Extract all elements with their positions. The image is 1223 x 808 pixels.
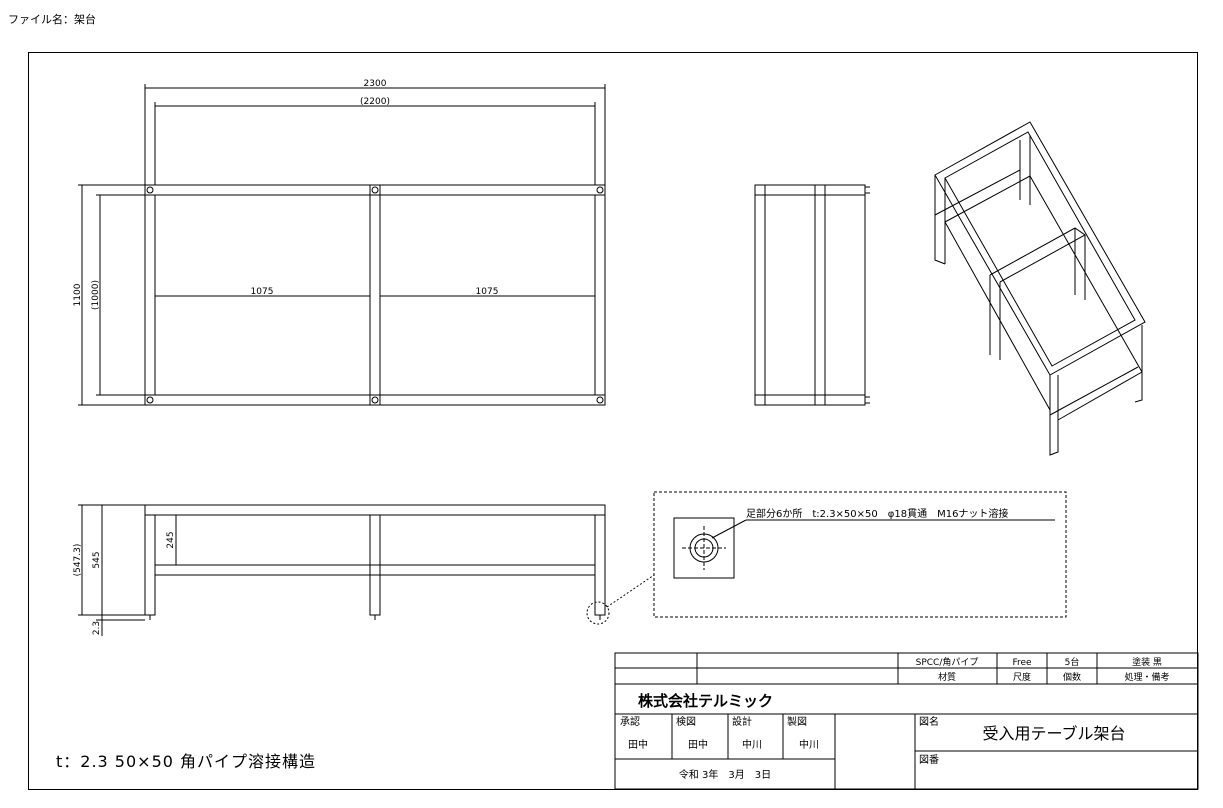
company-name: 株式会社テルミック: [638, 692, 773, 710]
role-check-name: 田中: [688, 738, 708, 751]
drawing-name: 受入用テーブル架台: [982, 724, 1125, 743]
dim-height-frame: 545: [92, 551, 102, 568]
drawing-number-label: 図番: [919, 754, 939, 766]
title-scale: Free: [1012, 658, 1032, 668]
role-design-name: 中川: [742, 738, 762, 751]
dim-inner-width: (2200): [360, 97, 390, 107]
title-quantity: 5台: [1065, 656, 1080, 668]
role-approval-label: 承認: [620, 715, 640, 728]
role-drafting-label: 製図: [787, 715, 807, 728]
title-material: SPCC/角パイプ: [916, 656, 979, 668]
role-design-label: 設計: [732, 715, 752, 728]
side-view: [754, 184, 870, 406]
construction-note: t：2.3 50×50 角パイプ溶接構造: [56, 752, 317, 771]
title-remarks-label: 処理・備考: [1124, 671, 1169, 683]
title-material-label: 材質: [938, 671, 956, 683]
isometric-view: [934, 121, 1146, 456]
title-finish: 塗装 黒: [1132, 656, 1162, 668]
dim-height-rail: 245: [166, 531, 176, 548]
role-check-label: 検図: [676, 715, 696, 728]
role-drafting-name: 中川: [799, 738, 819, 751]
dim-overall-depth: 1100: [73, 283, 83, 306]
file-name-label: ファイル名：架台: [8, 13, 96, 26]
bolt-hole-icon: [146, 186, 604, 404]
dim-left-span: 1075: [251, 287, 274, 297]
title-block: [614, 652, 1199, 790]
top-view: [78, 84, 606, 406]
title-quantity-label: 個数: [1063, 671, 1081, 683]
dim-right-span: 1075: [476, 287, 499, 297]
dim-height-total: (547.3): [73, 544, 83, 577]
detail-callout: 足部分6か所 t:2.3×50×50 φ18貫通 M16ナット溶接: [746, 507, 1008, 520]
front-view: [78, 504, 655, 636]
title-scale-label: 尺度: [1013, 671, 1031, 683]
dim-plate-thickness: 2.3: [92, 621, 102, 635]
detail-view: [653, 491, 1067, 618]
role-approval-name: 田中: [628, 738, 648, 751]
dim-inner-depth: (1000): [91, 280, 101, 310]
drawing-name-label: 図名: [919, 715, 939, 728]
dim-overall-width: 2300: [364, 79, 387, 89]
drawing-date: 令和 3年 3月 3日: [679, 768, 771, 781]
drawing-frame: [28, 52, 1198, 790]
